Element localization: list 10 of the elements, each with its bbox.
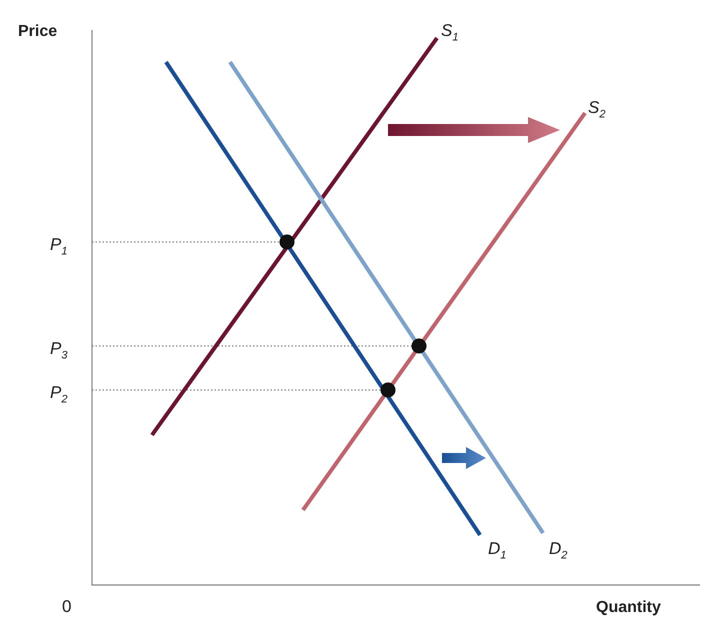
curve-label: S$_{1}$ xyxy=(441,22,458,44)
axis-label: Quantity xyxy=(596,600,661,616)
curve-label: S$_{2}$ xyxy=(588,99,606,120)
price-label: P$_{1}$ xyxy=(50,236,68,258)
curve-label: D$_{1}$ xyxy=(488,540,506,562)
price-label: P$_{3}$ xyxy=(50,340,68,362)
curve-label: D$_{2}$ xyxy=(549,540,568,562)
price-label: P$_{2}$ xyxy=(50,384,68,406)
axis-origin: 0 xyxy=(62,598,72,615)
axis-label: Price xyxy=(18,24,58,40)
